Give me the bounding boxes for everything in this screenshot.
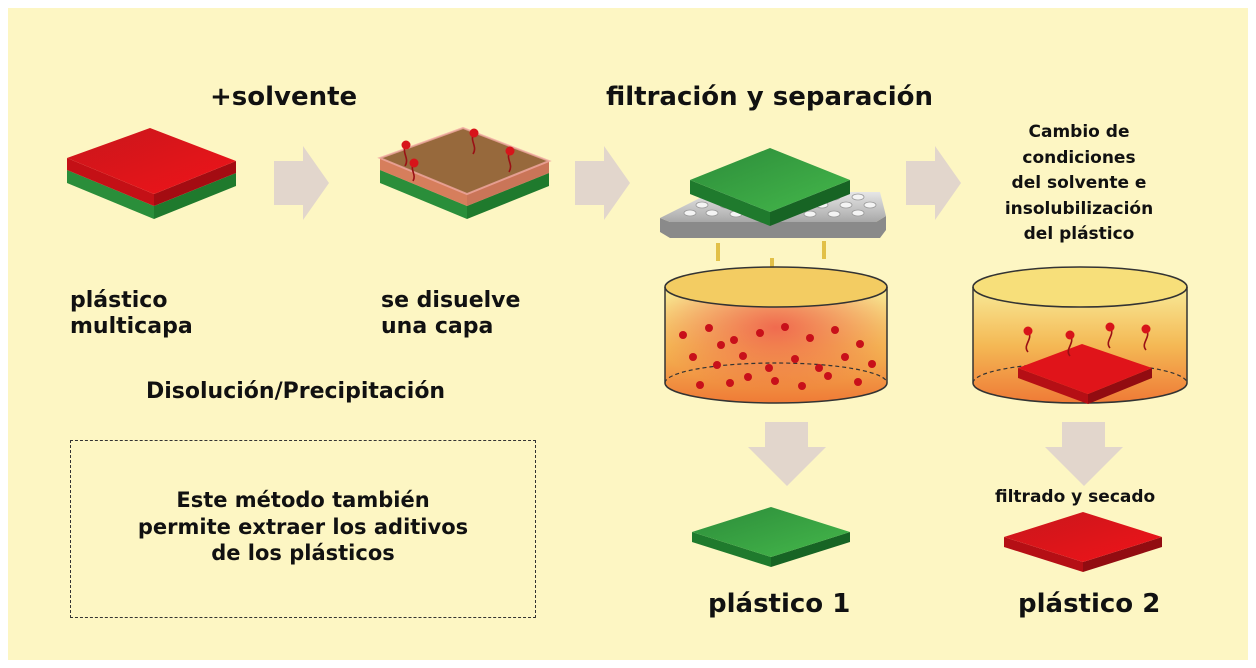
note-text: Este método también permite extraer los … <box>137 488 469 566</box>
solvent-step-label: +solvente <box>210 82 358 112</box>
plastic-1-label: plástico 1 <box>708 589 851 619</box>
green-plastic-icon <box>690 148 850 226</box>
down-arrow-icon <box>1045 422 1123 486</box>
dissolves-label: se disuelve una capa <box>381 288 521 340</box>
method-title: Disolución/Precipitación <box>146 379 446 404</box>
filtration-step-label: filtración y separación <box>606 82 934 112</box>
condition-change-label: Cambio de condiciones del solvente e ins… <box>1004 122 1154 244</box>
multilayer-plastic-icon <box>67 128 236 219</box>
right-arrow-icon <box>274 146 329 220</box>
plastic-2-label: plástico 2 <box>1018 589 1161 619</box>
down-arrow-icon <box>748 422 826 486</box>
dissolving-layer-icon <box>377 126 552 219</box>
multilayer-label: plástico multicapa <box>70 288 193 340</box>
plastic-1-icon <box>692 507 850 567</box>
plastic-2-icon <box>1004 512 1162 572</box>
right-arrow-icon <box>575 146 630 220</box>
note-box: Este método también permite extraer los … <box>70 440 536 618</box>
right-arrow-icon <box>906 146 961 220</box>
filter-dry-label: filtrado y secado <box>995 487 1156 507</box>
beaker-with-precipitate-icon <box>972 266 1188 404</box>
beaker-with-dissolved-polymer-icon <box>664 266 888 404</box>
